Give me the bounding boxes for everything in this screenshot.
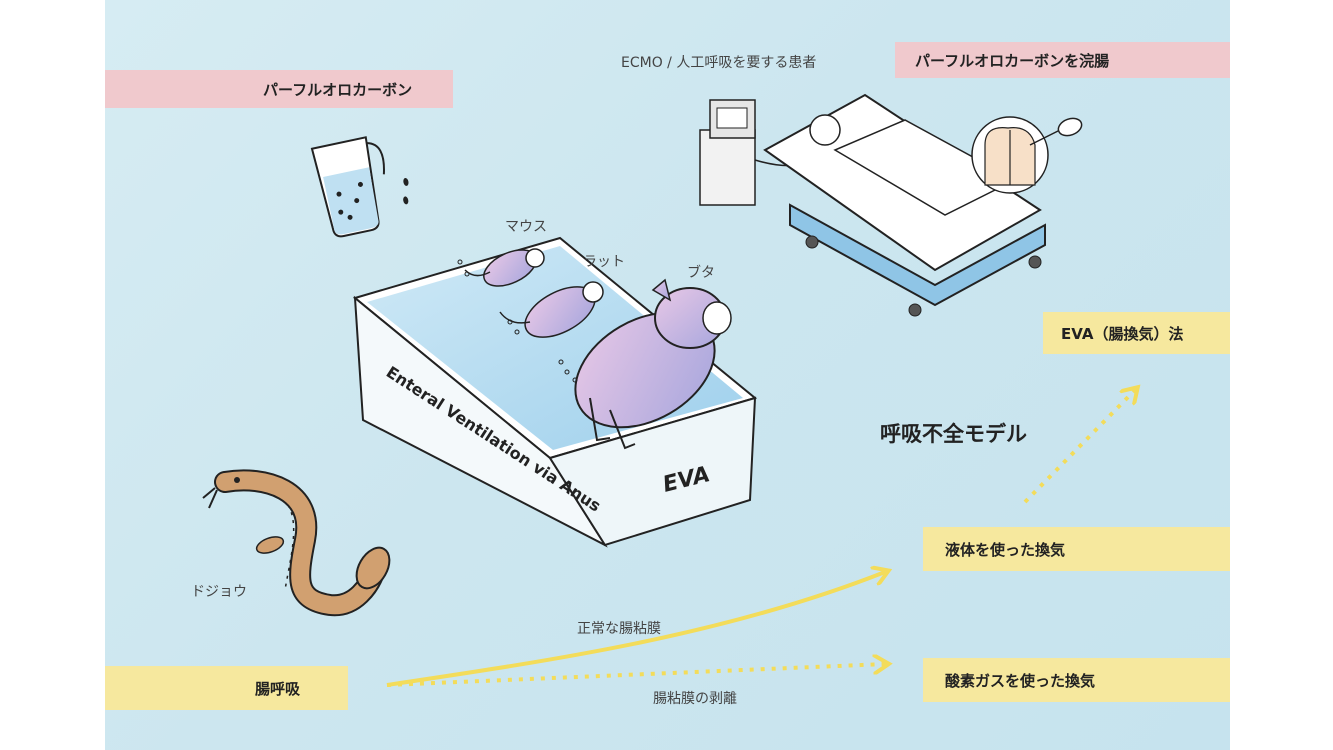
ecmo-patient-label: ECMO / 人工呼吸を要する患者 (621, 55, 817, 71)
beaker-illustration (310, 136, 409, 238)
loach-illustration (202, 469, 391, 617)
perfluorocarbon-label: パーフルオロカーボン (263, 80, 413, 99)
gut-breathing-label: 腸呼吸 (255, 679, 301, 698)
pig-label: ブタ (687, 265, 715, 281)
mouse-label: マウス (505, 219, 547, 235)
ventilator-illustration (699, 99, 826, 206)
mucosa-peeling-label: 腸粘膜の剥離 (653, 691, 737, 707)
to-eva-arrow (1023, 390, 1135, 504)
hospital-bed-illustration (763, 93, 1046, 317)
liquid-ventilation-label: 液体を使った換気 (945, 540, 1066, 559)
perfluorocarbon-enema-tag: パーフルオロカーボンを浣腸 (895, 42, 1230, 78)
perfluorocarbon-enema-label: パーフルオロカーボンを浣腸 (915, 51, 1110, 70)
oxygen-ventilation-label: 酸素ガスを使った換気 (945, 671, 1096, 690)
illustration-layer: Enteral Ventilation via Anus EVA (202, 93, 1230, 687)
respiratory-failure-model-label: 呼吸不全モデル (880, 422, 1027, 446)
pig-illustration (558, 278, 732, 450)
enema-inset-illustration (971, 116, 1083, 194)
eva-method-tag: EVA（腸換気）法 (1043, 312, 1230, 354)
rat-illustration (499, 281, 604, 338)
oxygen-ventilation-tag: 酸素ガスを使った換気 (923, 658, 1230, 702)
liquid-ventilation-tag: 液体を使った換気 (923, 527, 1230, 571)
normal-mucosa-arrow (386, 572, 885, 687)
rat-label: ラット (583, 254, 625, 270)
mouse-illustration (457, 248, 545, 287)
diagram-panel: Enteral Ventilation via Anus EVA (105, 0, 1230, 750)
eva-method-label: EVA（腸換気）法 (1061, 324, 1184, 343)
normal-mucosa-label: 正常な腸粘膜 (577, 621, 661, 637)
perfluorocarbon-tag: パーフルオロカーボン (105, 70, 453, 108)
loach-label: ドジョウ (191, 584, 247, 600)
gut-breathing-tag: 腸呼吸 (105, 666, 348, 710)
